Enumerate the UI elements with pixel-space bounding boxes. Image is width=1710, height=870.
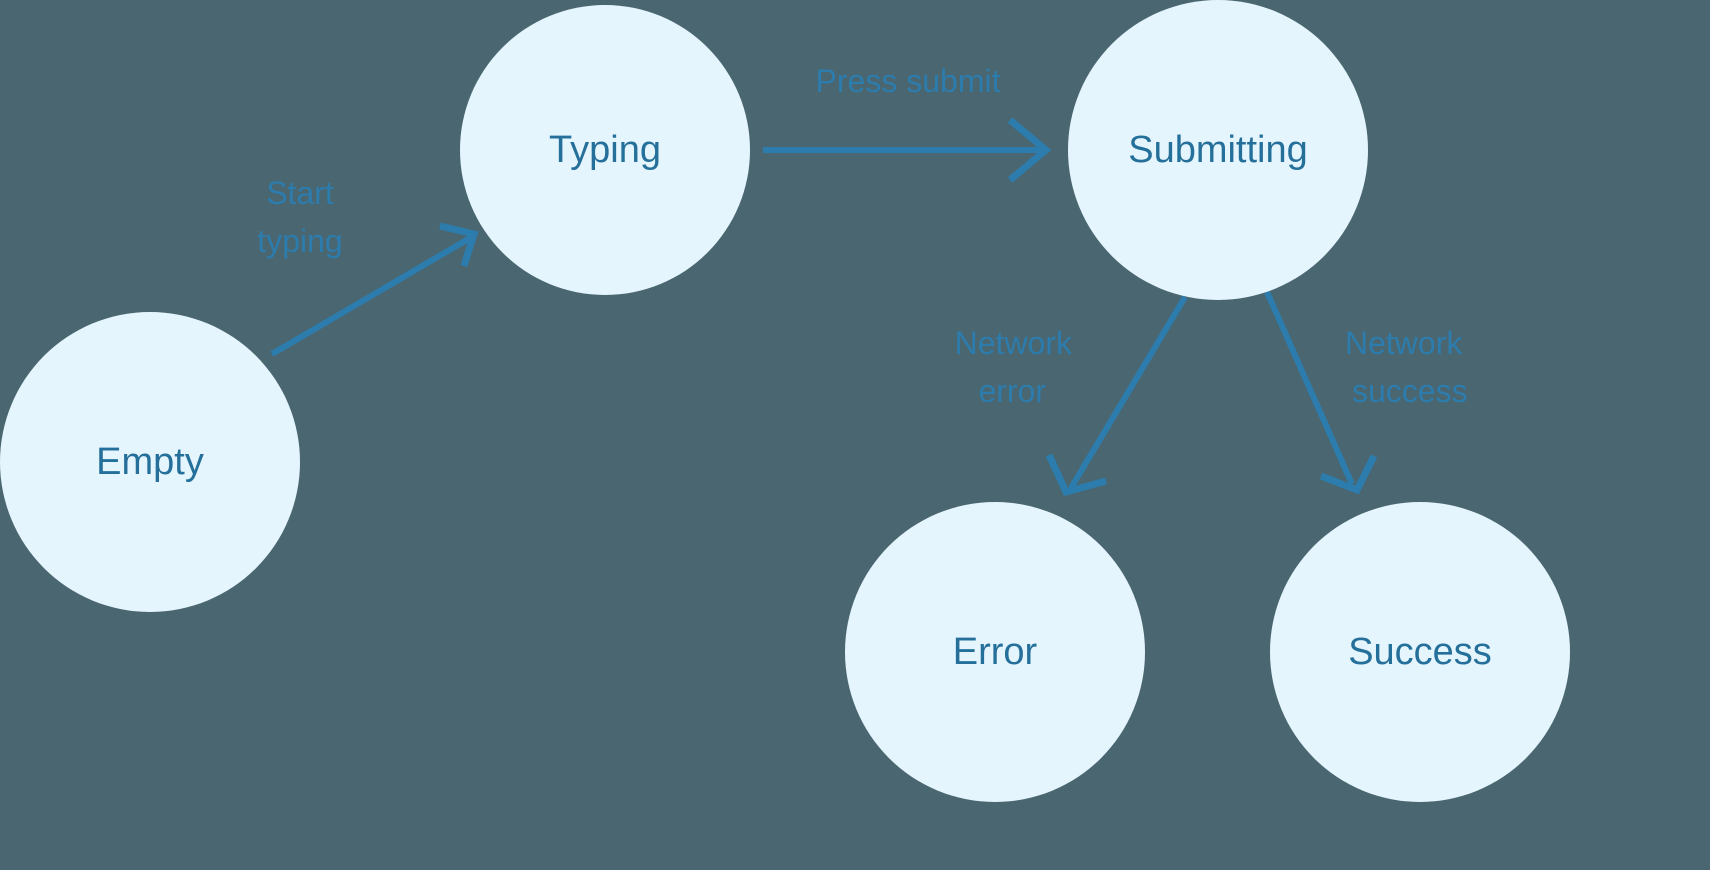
edge-label-network-error-line2: error [978,373,1046,409]
edge-submitting-to-error [1045,295,1188,497]
node-empty-circle[interactable] [0,312,300,612]
edge-typing-to-submitting [763,117,1052,183]
edge-label-start-typing-line1: Start [266,175,334,211]
node-submitting[interactable]: Submitting [1068,0,1368,300]
node-success-circle[interactable] [1270,502,1570,802]
node-success-label: Success [1348,631,1492,673]
node-success[interactable]: Success [1270,502,1570,802]
edge-empty-to-typing [270,222,479,357]
node-error-label: Error [953,631,1038,673]
node-empty-label: Empty [96,441,204,483]
node-typing-circle[interactable] [460,5,750,295]
edge-empty-to-typing-line [270,235,472,357]
edge-label-network-success-line2: success [1352,373,1468,409]
node-error-circle[interactable] [845,502,1145,802]
edge-submitting-to-error-arrowhead [1045,453,1107,497]
edge-empty-to-typing-arrowhead [439,222,479,268]
edge-typing-to-submitting-arrowhead [1007,117,1052,183]
edge-submitting-to-success-line [1264,290,1355,486]
edge-label-network-success-line1: Network [1345,325,1463,361]
node-error[interactable]: Error [845,502,1145,802]
node-submitting-circle[interactable] [1068,0,1368,300]
edge-label-network-error-line1: Network [955,325,1073,361]
edge-submitting-to-success [1264,290,1378,495]
node-typing[interactable]: Typing [460,5,750,295]
edge-submitting-to-error-line [1068,295,1188,490]
node-submitting-label: Submitting [1128,129,1308,171]
edge-label-press-submit: Press submit [816,63,1001,99]
node-typing-label: Typing [549,129,661,171]
edge-label-start-typing-line2: typing [257,223,342,259]
node-empty[interactable]: Empty [0,312,300,612]
edge-submitting-to-success-arrowhead [1319,454,1378,495]
